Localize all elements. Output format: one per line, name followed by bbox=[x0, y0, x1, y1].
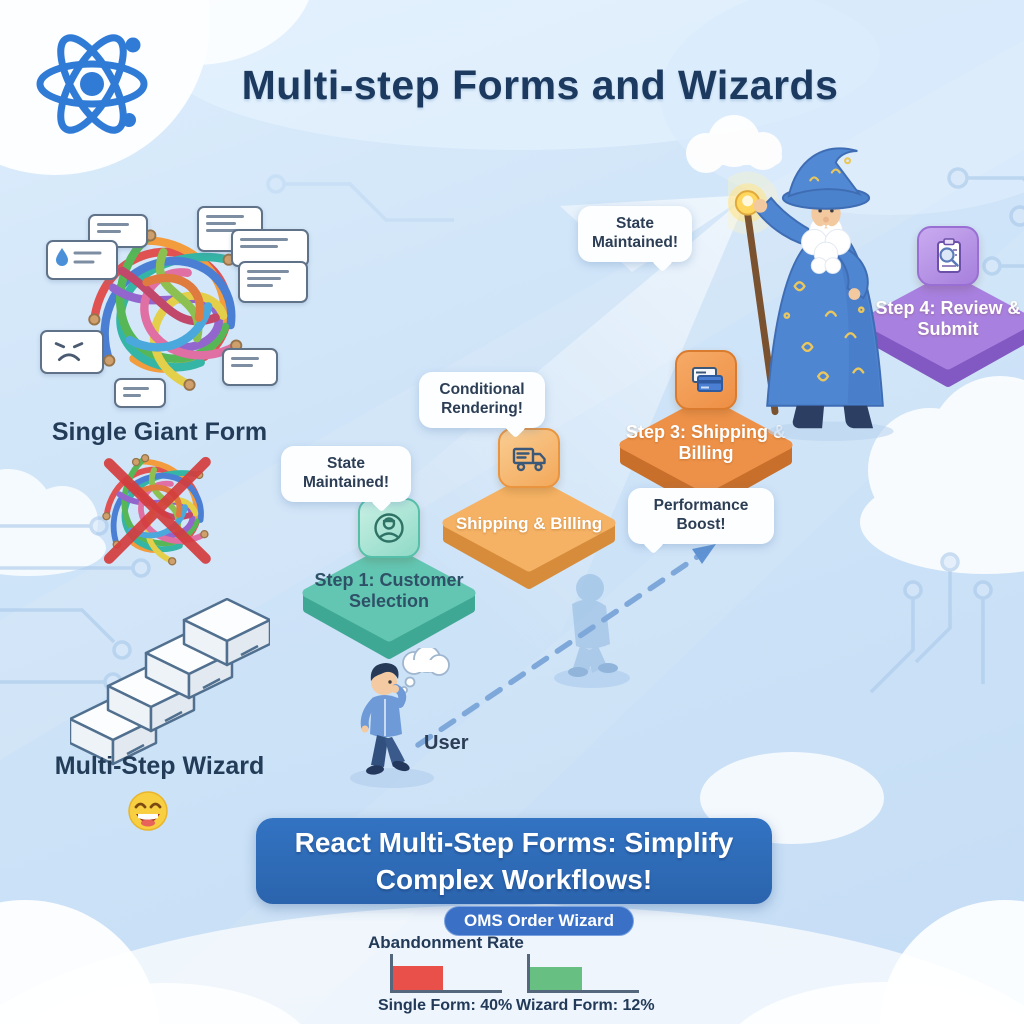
step-platform-4: Step 4: Review & Submit bbox=[858, 226, 1024, 391]
banner-line-2: Complex Workflows! bbox=[375, 864, 653, 895]
red-x-icon bbox=[103, 456, 211, 564]
step-platform-3: Step 3: Shipping & Billing bbox=[616, 350, 796, 515]
chat-bubble-sad-face-icon bbox=[40, 330, 104, 374]
bar-label-wizard-form: Wizard Form: 12% bbox=[516, 997, 655, 1014]
step-platform-1: Step 1: Customer Selection bbox=[299, 498, 479, 663]
oms-order-wizard-badge: OMS Order Wizard bbox=[444, 906, 634, 936]
credit-card-icon bbox=[675, 350, 737, 410]
single-giant-form-label: Single Giant Form bbox=[51, 418, 268, 446]
chart-axis bbox=[390, 990, 502, 993]
circuit-pattern-icon bbox=[0, 167, 1024, 694]
user-illustration bbox=[350, 648, 450, 788]
chart-title: Abandonment Rate bbox=[368, 933, 524, 952]
chat-bubble-icon bbox=[222, 348, 278, 386]
bar-label-single-form: Single Form: 40% bbox=[378, 997, 513, 1014]
chart-axis bbox=[527, 954, 530, 992]
step-label: Step 1: Customer Selection bbox=[314, 570, 464, 612]
user-label: User bbox=[424, 732, 469, 754]
chat-bubble-icon bbox=[238, 261, 308, 303]
bar-single-form bbox=[393, 966, 443, 990]
wizard-illustration bbox=[728, 147, 894, 442]
step-platform-2: Shipping & Billing bbox=[439, 428, 619, 593]
step-boxes-illustration bbox=[70, 598, 270, 766]
bar-wizard-form bbox=[530, 967, 582, 990]
page-title: Multi-step Forms and Wizards bbox=[241, 62, 839, 108]
crossed-out-tangle-illustration bbox=[100, 453, 211, 569]
thought-bubble-icon bbox=[400, 648, 450, 694]
review-submit-icon bbox=[917, 226, 979, 286]
customer-icon bbox=[358, 498, 420, 558]
state-maintained-callout: State Maintained! bbox=[281, 446, 411, 502]
chart-axis bbox=[390, 954, 393, 992]
state-maintained-callout: State Maintained! bbox=[578, 206, 692, 262]
chart-axis bbox=[527, 990, 639, 993]
multi-step-wizard-label: Multi-Step Wizard bbox=[54, 752, 265, 780]
cloud bbox=[0, 469, 106, 576]
chat-bubble-tear-icon bbox=[46, 240, 118, 280]
headline-banner: React Multi-Step Forms: Simplify Complex… bbox=[256, 818, 772, 904]
step-label: Shipping & Billing bbox=[455, 514, 603, 533]
happy-face-emoji-icon bbox=[128, 791, 168, 831]
truck-icon bbox=[498, 428, 560, 488]
cloud-band bbox=[0, 904, 1024, 1024]
arrowhead-icon bbox=[692, 544, 716, 564]
conditional-rendering-callout: Conditional Rendering! bbox=[419, 372, 545, 428]
react-atom-logo-icon bbox=[36, 34, 148, 134]
chat-bubble-icon bbox=[114, 378, 166, 408]
step-label: Step 4: Review & Submit bbox=[875, 298, 1021, 340]
dashed-path bbox=[415, 550, 706, 748]
cloud bbox=[860, 376, 1024, 574]
performance-boost-callout: Performance Boost! bbox=[628, 488, 774, 544]
banner-line-1: React Multi-Step Forms: Simplify bbox=[294, 827, 734, 858]
cloud bbox=[686, 115, 782, 173]
step-label: Step 3: Shipping & Billing bbox=[626, 422, 786, 464]
